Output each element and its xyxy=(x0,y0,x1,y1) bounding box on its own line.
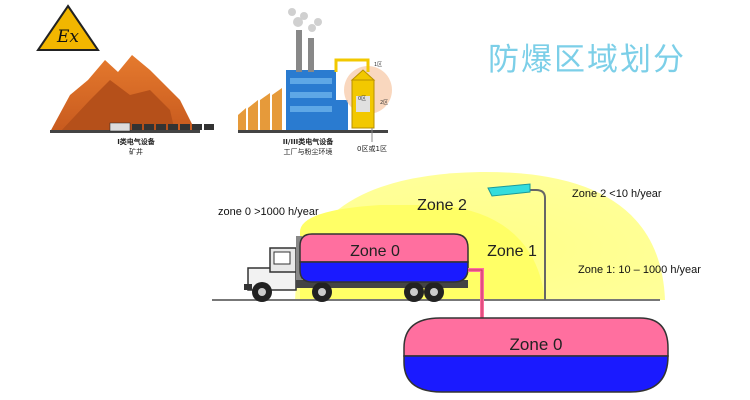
ex-logo-text: Ex xyxy=(56,27,79,47)
factory-zone-core-label: 0区 xyxy=(358,96,366,102)
tank-zone0 xyxy=(299,233,469,283)
factory-illustration xyxy=(238,8,392,142)
mine-caption: I类电气设备 矿井 xyxy=(96,137,176,157)
factory-caption-main: II/III类电气设备 xyxy=(282,138,334,146)
legend-zone0: zone 0 >1000 h/year xyxy=(218,206,319,218)
mine-caption-sub: 矿井 xyxy=(129,148,143,156)
factory-zone-inner-label: 2区 xyxy=(380,100,388,106)
legend-zone2: Zone 2 <10 h/year xyxy=(572,188,662,200)
storage-tank-zone0 xyxy=(403,317,669,393)
zone1-label: Zone 1 xyxy=(487,243,537,260)
mine-illustration xyxy=(50,55,214,133)
zone0-tank-label: Zone 0 xyxy=(350,243,400,260)
mine-caption-main: I类电气设备 xyxy=(117,138,155,146)
tanker-truck xyxy=(244,236,468,302)
factory-zone-outer-label: 1区 xyxy=(374,62,382,68)
lamp-post xyxy=(487,183,546,300)
page-title: 防爆区域划分 xyxy=(488,42,686,78)
zone0-storage-label: Zone 0 xyxy=(510,335,563,354)
factory-caption: II/III类电气设备 工厂与粉尘环境 xyxy=(268,137,348,157)
legend-zone1: Zone 1: 10 – 1000 h/year xyxy=(578,264,701,276)
factory-bottom-caption: 0区或1区 xyxy=(357,145,387,153)
ex-hazard-triangle-icon: Ex xyxy=(36,4,100,51)
zone2-label: Zone 2 xyxy=(417,197,467,214)
factory-caption-sub: 工厂与粉尘环境 xyxy=(283,148,333,156)
